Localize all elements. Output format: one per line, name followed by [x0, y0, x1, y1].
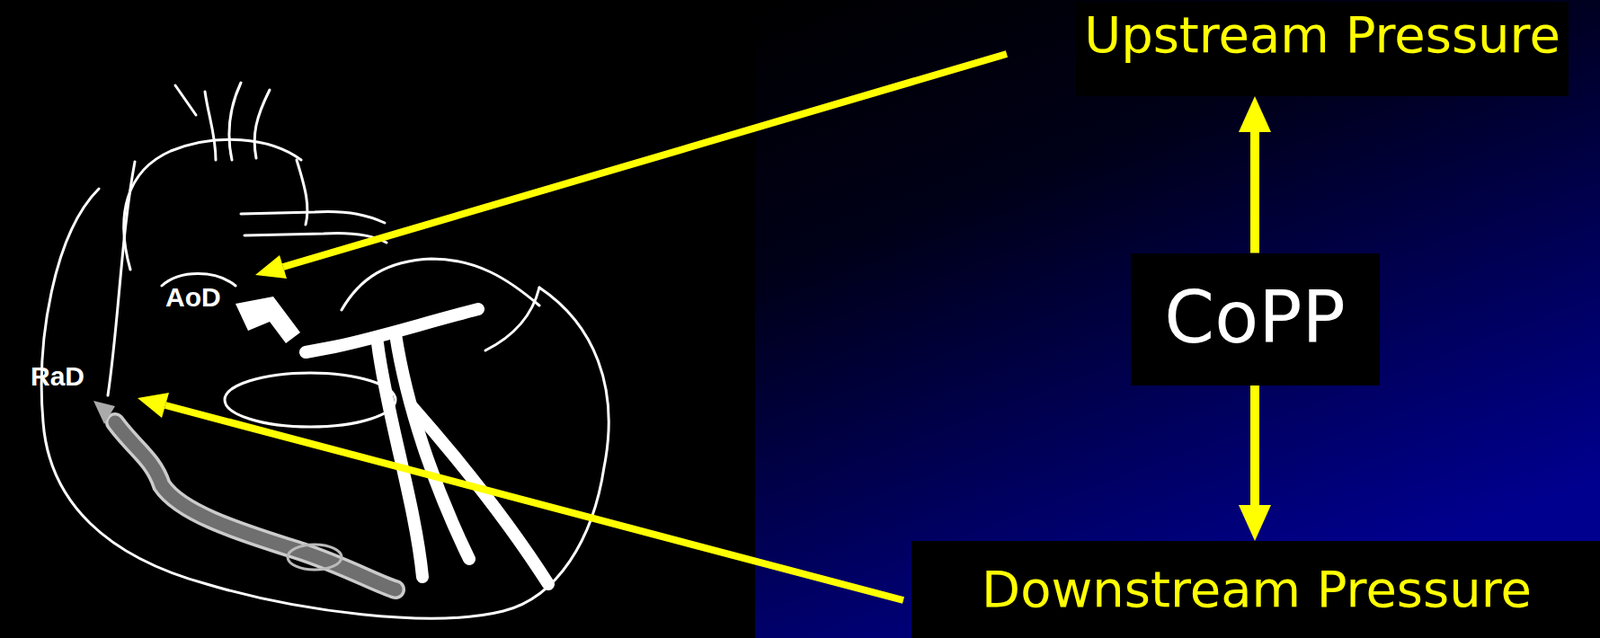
chamber-label: RaD: [30, 361, 85, 392]
node-text: CoPP: [1164, 276, 1345, 360]
pressure-box: Downstream Pressure: [911, 541, 1600, 638]
node-text: Upstream Pressure: [1084, 6, 1561, 64]
bypass-graft: [115, 422, 396, 590]
node-text: Downstream Pressure: [981, 560, 1532, 619]
leader-lines: [137, 53, 1007, 601]
background-panel: [755, 0, 1600, 638]
coronary-arteries: [305, 309, 549, 585]
vessel-label: AoD: [165, 282, 222, 312]
heart-outline: [41, 82, 609, 619]
double-arrow-half: [1250, 132, 1260, 254]
pressure-box: Upstream Pressure: [1075, 1, 1569, 97]
copp-box: CoPP: [1130, 253, 1380, 386]
double-arrow-half: [1250, 385, 1260, 507]
rad-arrow: [93, 400, 116, 425]
aod-arrow: [235, 296, 301, 344]
